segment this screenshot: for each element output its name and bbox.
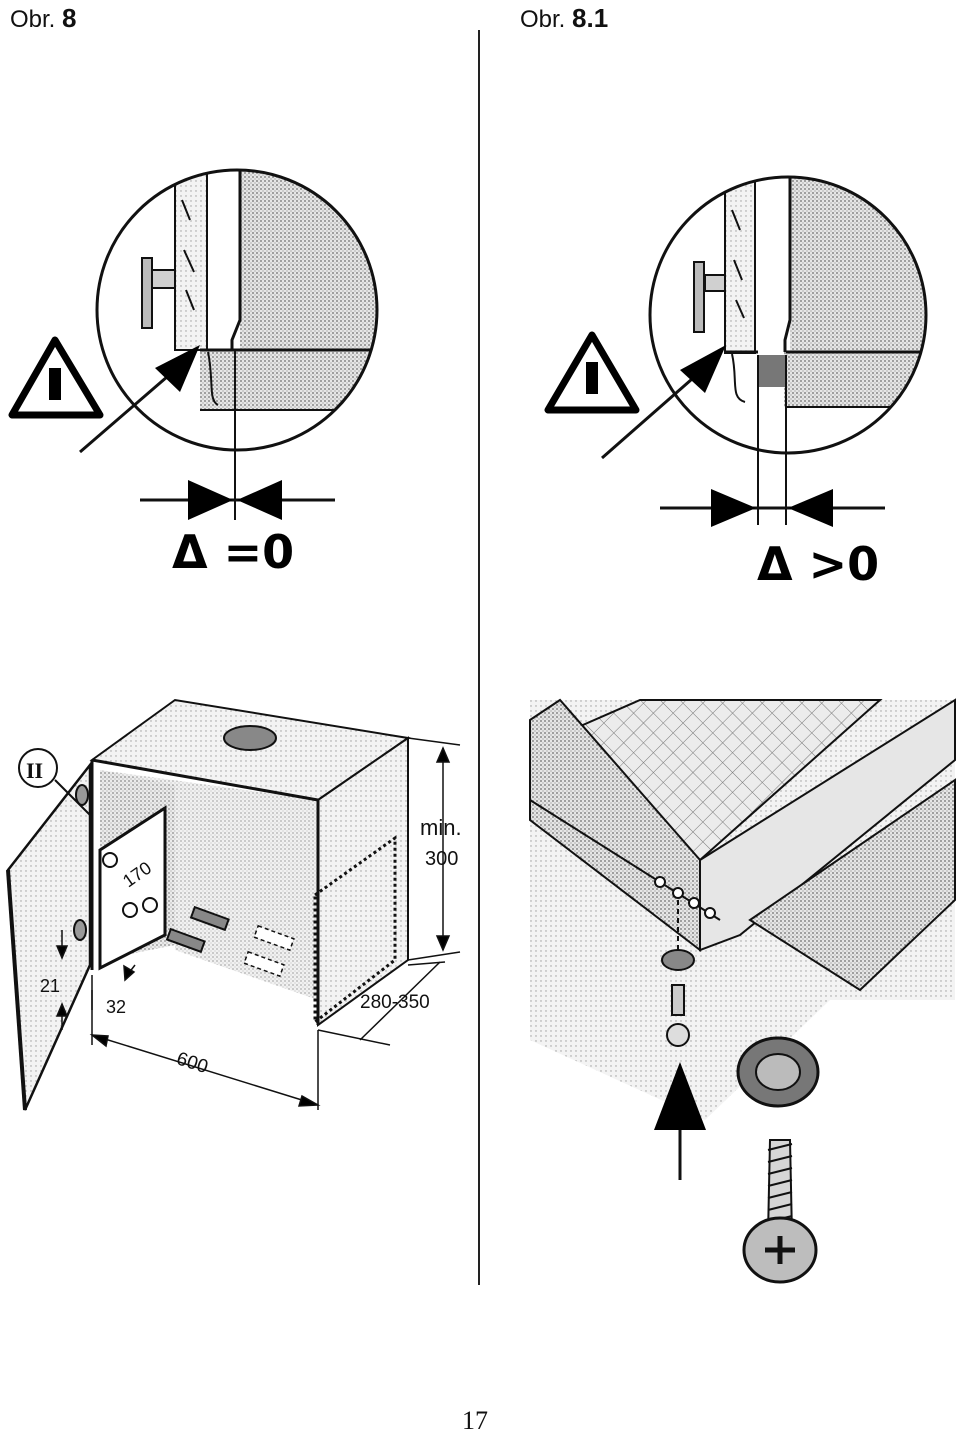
figure-prefix: Obr.: [10, 6, 56, 33]
dim-21-value: 21: [40, 976, 60, 996]
filter-mounting-drawing: [529, 698, 956, 1180]
dim-32-value: 32: [106, 997, 126, 1017]
dimension-arrows-positive-gap: [660, 489, 885, 527]
warning-triangle-icon: [544, 331, 640, 414]
magnified-detail-circle-right: [601, 175, 928, 525]
dim-min-label: min.: [420, 815, 462, 840]
condition-zero-label: Δ =0: [172, 525, 294, 579]
wall-cabinet-drawing: [6, 698, 411, 1111]
screw-icon: [742, 1139, 818, 1284]
dim-height-value: 300: [425, 848, 458, 870]
vertical-divider: [478, 30, 480, 1285]
cabinet-dimensions: [55, 737, 461, 1110]
condition-positive-label: Δ >0: [757, 537, 879, 591]
figure-number: 8.1: [572, 3, 609, 33]
warning-triangle-icon: [8, 336, 104, 419]
dimension-arrows-zero-gap: [140, 480, 335, 520]
figure-prefix: Obr.: [520, 6, 566, 33]
magnified-detail-circle-left: [79, 168, 379, 520]
dim-280-350-value: 280-350: [360, 992, 430, 1013]
page-number: 17: [462, 1406, 488, 1435]
dim-600-value: 600: [174, 1048, 211, 1078]
figure-number: 8: [62, 3, 77, 33]
callout-label: II: [26, 758, 43, 783]
figure-label-obr-8-1: Obr. 8.1: [520, 4, 608, 34]
figure-label-obr-8: Obr. 8: [10, 4, 77, 34]
